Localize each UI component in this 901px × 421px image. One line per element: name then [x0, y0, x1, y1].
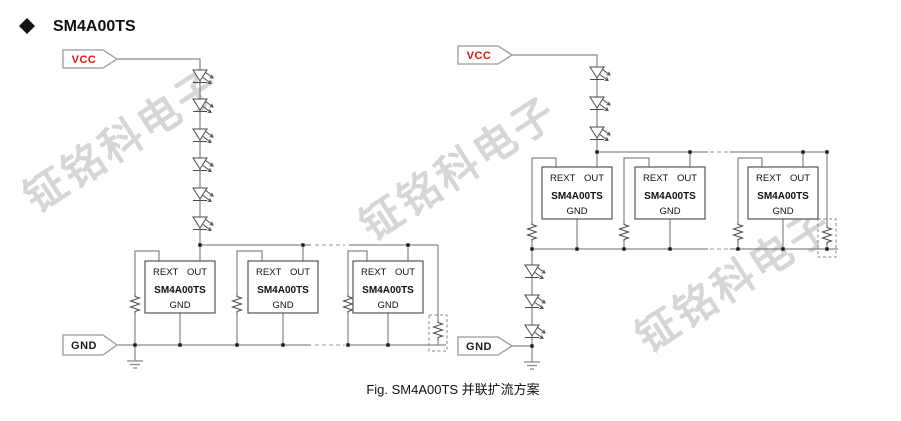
pin-label-out: OUT — [677, 173, 697, 184]
watermark-layer: 钲铭科电子 钲铭科电子 钲铭科电子 — [15, 60, 841, 362]
bus-continuation-dashes — [315, 244, 345, 346]
pin-label-out: OUT — [395, 267, 415, 278]
chip-part-number: SM4A00TS — [757, 191, 809, 202]
pin-label-out: OUT — [290, 267, 310, 278]
pin-label-rext: REXT — [361, 267, 387, 278]
figure-header: SM4A00TS — [19, 18, 136, 35]
watermark: 钲铭科电子 — [627, 200, 841, 362]
junction-dots — [133, 243, 410, 347]
diamond-bullet-icon — [19, 18, 35, 34]
gnd-flag: GND — [62, 334, 119, 356]
led-icon — [589, 96, 611, 111]
led-icon — [192, 157, 214, 172]
led-icon — [192, 187, 214, 202]
led-icon — [589, 126, 611, 141]
chip-body — [247, 260, 319, 314]
pin-label-gnd: GND — [772, 206, 793, 217]
chip-sm4a00ts: REXT OUT SM4A00TS GND — [747, 166, 819, 220]
led-icon — [524, 264, 546, 279]
led-icon — [192, 216, 214, 231]
watermark: 钲铭科电子 — [15, 60, 229, 222]
chip-sm4a00ts: REXT OUT SM4A00TS GND — [634, 166, 706, 220]
pin-label-rext: REXT — [256, 267, 282, 278]
right-circuit: VCC REXT OUT SM4A00TS GND REXT OUT — [457, 45, 838, 370]
resistor-icon — [527, 221, 537, 243]
led-icon — [192, 128, 214, 143]
pin-label-rext: REXT — [643, 173, 669, 184]
chip-body — [352, 260, 424, 314]
vcc-flag: VCC — [457, 45, 514, 65]
earth-ground-icon — [523, 361, 541, 370]
pin-label-gnd: GND — [566, 206, 587, 217]
gnd-net-label: GND — [71, 340, 97, 352]
gnd-flag: GND — [457, 336, 514, 356]
chip-part-number: SM4A00TS — [154, 285, 206, 296]
pin-label-rext: REXT — [756, 173, 782, 184]
left-circuit: VCC REXT OUT SM4A00TS GND — [62, 49, 448, 369]
pin-label-gnd: GND — [377, 300, 398, 311]
resistor-icon — [232, 293, 242, 315]
chip-body — [144, 260, 216, 314]
chip-sm4a00ts: REXT OUT SM4A00TS GND — [541, 166, 613, 220]
junction-dots — [530, 150, 829, 348]
pin-label-out: OUT — [187, 267, 207, 278]
chip-part-number: SM4A00TS — [257, 285, 309, 296]
chip-part-number: SM4A00TS — [644, 191, 696, 202]
chip-part-number: SM4A00TS — [362, 285, 414, 296]
vcc-net-label: VCC — [467, 50, 492, 62]
vcc-net-label: VCC — [72, 54, 97, 66]
chip-part-number: SM4A00TS — [551, 191, 603, 202]
dashed-option-box — [428, 314, 448, 352]
earth-ground-icon — [126, 360, 144, 369]
chip-body — [634, 166, 706, 220]
page-title: SM4A00TS — [53, 18, 136, 35]
chip-body — [541, 166, 613, 220]
led-chain-top — [589, 66, 611, 141]
wire-segments — [116, 58, 446, 361]
figure-caption: Fig. SM4A00TS 并联扩流方案 — [366, 382, 539, 397]
led-icon — [524, 324, 546, 339]
resistor-icon — [433, 319, 443, 341]
led-chain-bottom — [524, 264, 546, 339]
chip-sm4a00ts: REXT OUT SM4A00TS GND — [352, 260, 424, 314]
resistor-icon — [619, 221, 629, 243]
resistor-icon — [733, 221, 743, 243]
gnd-net-label: GND — [466, 341, 492, 353]
pin-label-out: OUT — [584, 173, 604, 184]
resistor-icon — [343, 293, 353, 315]
optional-resistor — [428, 314, 448, 352]
pin-label-out: OUT — [790, 173, 810, 184]
resistor-icon — [130, 293, 140, 315]
led-icon — [589, 66, 611, 81]
bus-continuation-dashes — [710, 151, 728, 250]
pin-label-gnd: GND — [272, 300, 293, 311]
pin-label-rext: REXT — [550, 173, 576, 184]
chip-body — [747, 166, 819, 220]
pin-label-gnd: GND — [169, 300, 190, 311]
chip-sm4a00ts: REXT OUT SM4A00TS GND — [247, 260, 319, 314]
vcc-flag: VCC — [62, 49, 119, 69]
chip-sm4a00ts: REXT OUT SM4A00TS GND — [144, 260, 216, 314]
pin-label-rext: REXT — [153, 267, 179, 278]
led-icon — [524, 294, 546, 309]
pin-label-gnd: GND — [659, 206, 680, 217]
